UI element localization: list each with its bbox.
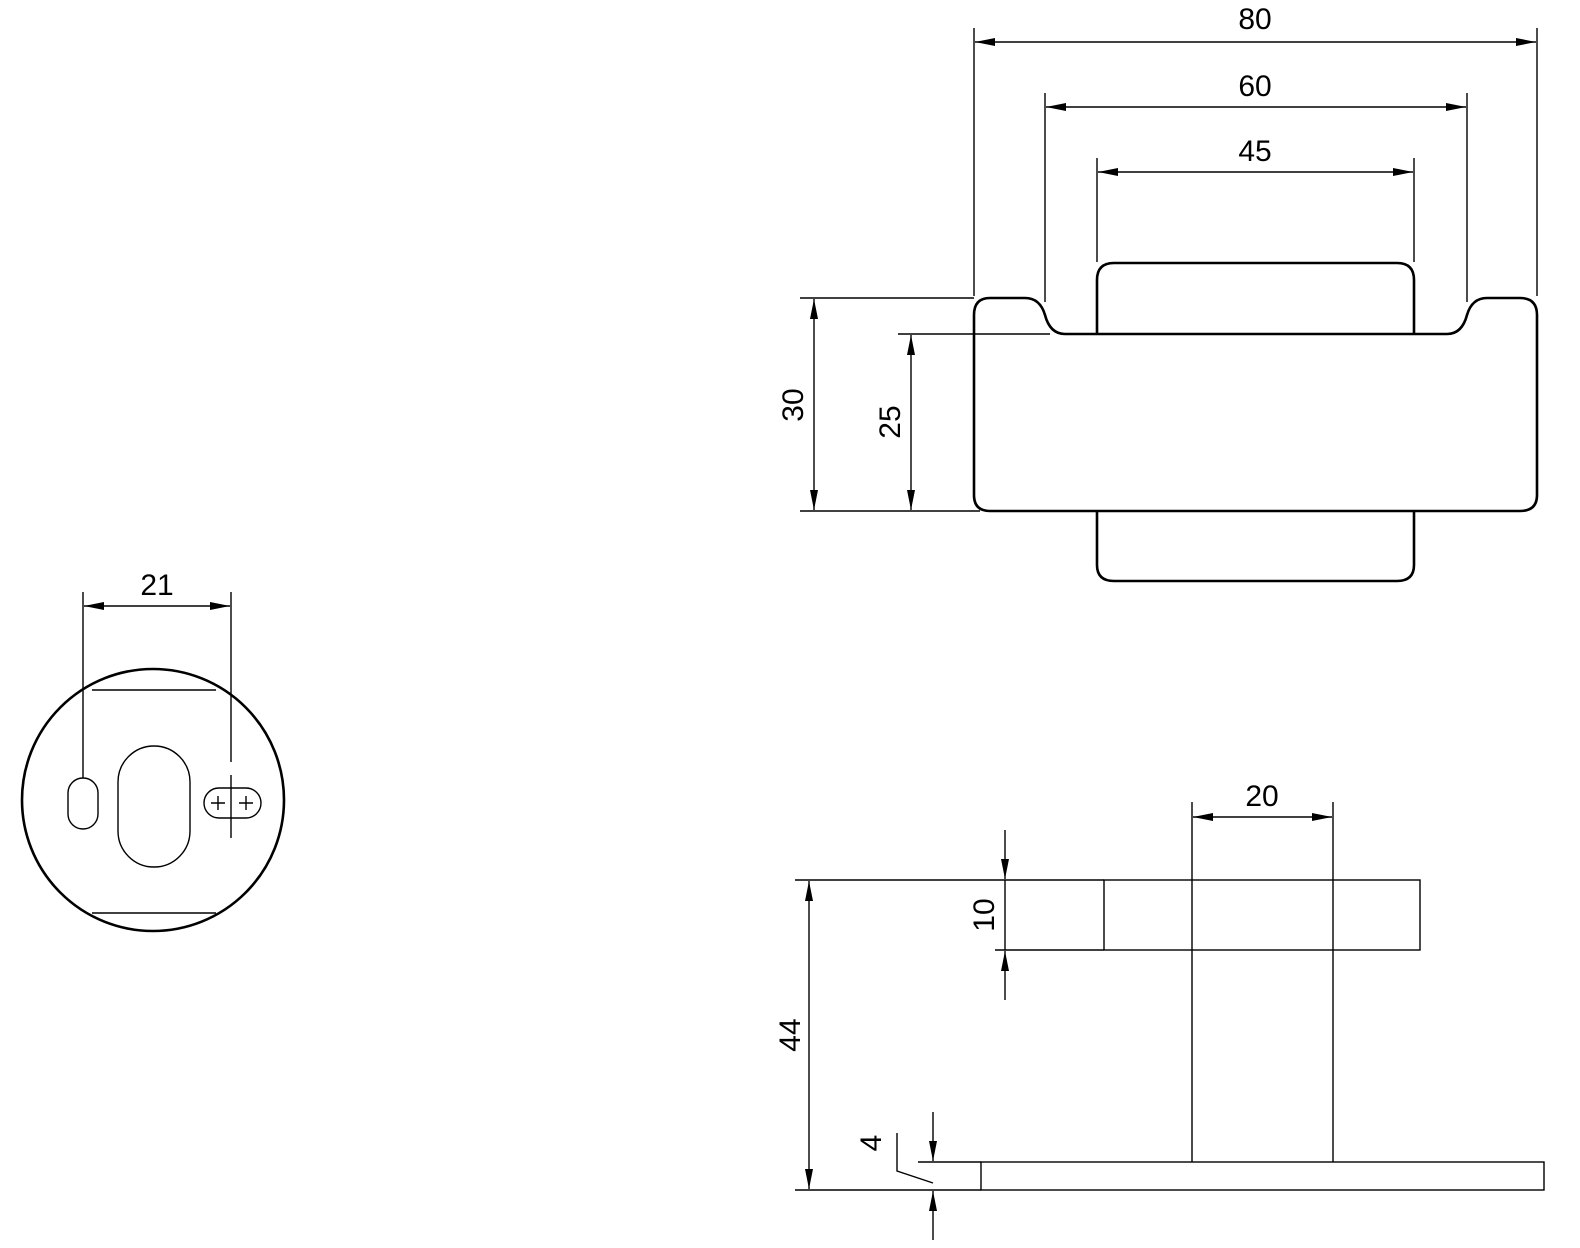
screw-slot-right bbox=[203, 787, 262, 819]
body-outline bbox=[972, 296, 1539, 513]
dimension-label: 45 bbox=[1238, 135, 1271, 168]
hook-upper bbox=[1095, 261, 1416, 334]
center-opening bbox=[117, 745, 191, 868]
posts bbox=[1191, 802, 1334, 1162]
rosette-circle bbox=[20, 667, 286, 933]
top-view: 80 60 45 30 25 bbox=[777, 3, 1539, 583]
dimension-label: 20 bbox=[1245, 780, 1278, 813]
rosette-view: 21 bbox=[20, 569, 286, 933]
dimension-label: 30 bbox=[777, 388, 810, 421]
dimension-label: 80 bbox=[1238, 3, 1271, 36]
hook-lower bbox=[1095, 511, 1416, 583]
dimension-label: 10 bbox=[968, 898, 1001, 931]
side-view: 20 10 44 4 bbox=[774, 780, 1545, 1240]
dimension-label: 25 bbox=[874, 405, 907, 438]
base-plate bbox=[980, 1161, 1545, 1191]
screw-slot-left bbox=[67, 777, 99, 830]
dimension-label: 21 bbox=[140, 569, 173, 602]
dimension-label: 60 bbox=[1238, 70, 1271, 103]
dimension-label: 44 bbox=[774, 1018, 807, 1051]
dimension-label: 4 bbox=[855, 1135, 888, 1152]
hook-bar bbox=[1103, 879, 1421, 951]
